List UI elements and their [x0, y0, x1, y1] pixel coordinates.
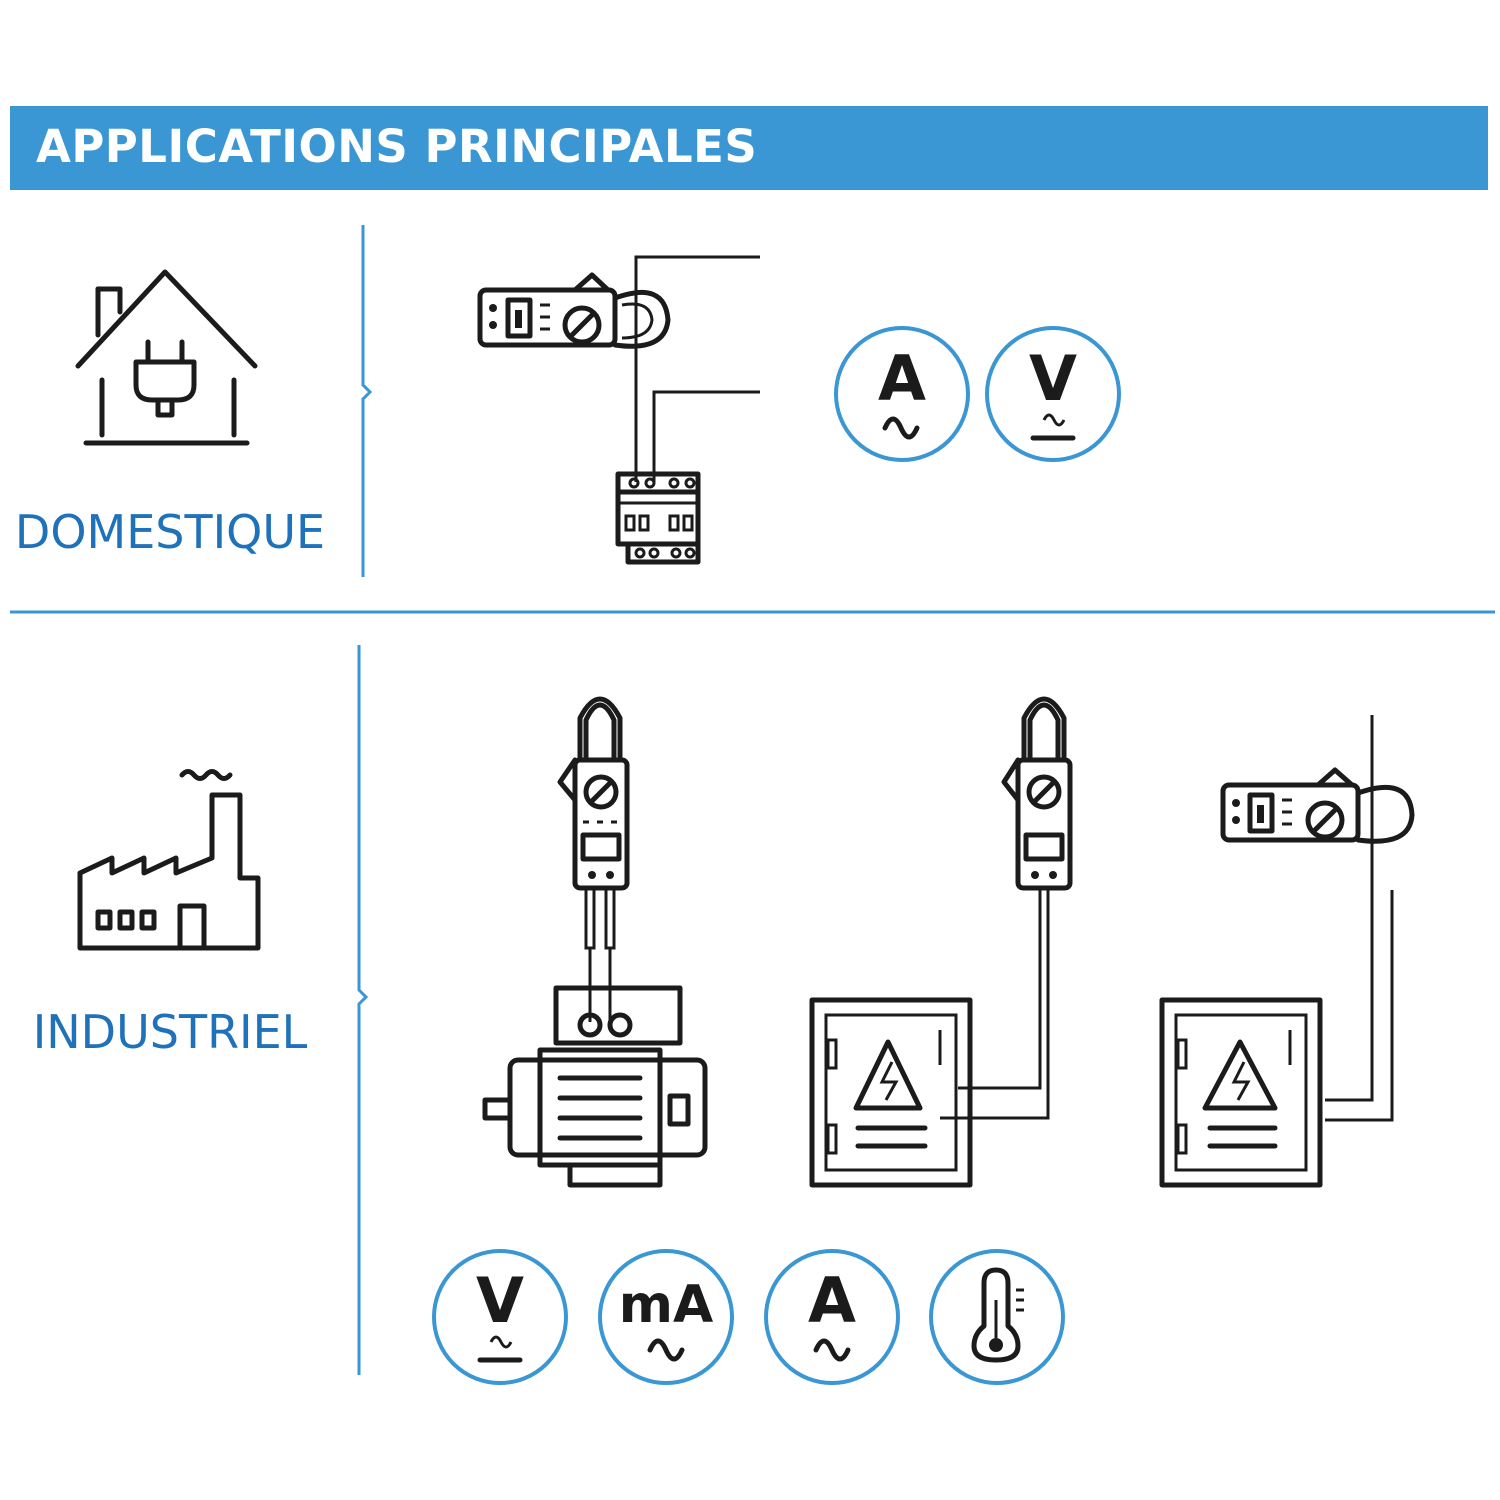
badge-ac-current: A — [834, 326, 970, 462]
domestic-clamp-meter-icon — [477, 255, 760, 565]
ac-wave-icon — [489, 1335, 513, 1349]
badge-ac-current-industrial: A — [764, 1249, 900, 1385]
ac-wave-icon — [813, 1338, 851, 1362]
badge-milliamp: mA — [598, 1249, 734, 1385]
header-banner: APPLICATIONS PRINCIPALES — [10, 106, 1488, 190]
badge-ac-dc-voltage: V — [985, 326, 1121, 462]
factory-icon — [77, 769, 261, 951]
badge-symbol: V — [476, 1264, 524, 1337]
badge-symbol: mA — [619, 1275, 713, 1335]
house-plug-icon — [75, 269, 258, 446]
thermometer-icon — [971, 1267, 1024, 1363]
badge-temperature — [929, 1249, 1065, 1385]
section-label-industriel: INDUSTRIEL — [32, 1005, 308, 1059]
ac-wave-icon — [1042, 413, 1066, 427]
badge-ac-dc-voltage-industrial: V — [432, 1249, 568, 1385]
section-dividers — [10, 225, 1495, 1375]
section-label-domestique: DOMESTIQUE — [14, 505, 326, 559]
badge-symbol: V — [1029, 342, 1077, 415]
ac-wave-icon — [882, 416, 920, 440]
panel-clamp-meter-horizontal-icon — [1159, 715, 1415, 1188]
badge-symbol: A — [808, 1264, 856, 1337]
badge-symbol: A — [878, 342, 926, 415]
motor-clamp-meter-icon — [482, 696, 708, 1188]
panel-clamp-meter-icon — [809, 696, 1073, 1188]
page-title: APPLICATIONS PRINCIPALES — [36, 120, 758, 173]
ac-wave-icon — [647, 1338, 685, 1362]
